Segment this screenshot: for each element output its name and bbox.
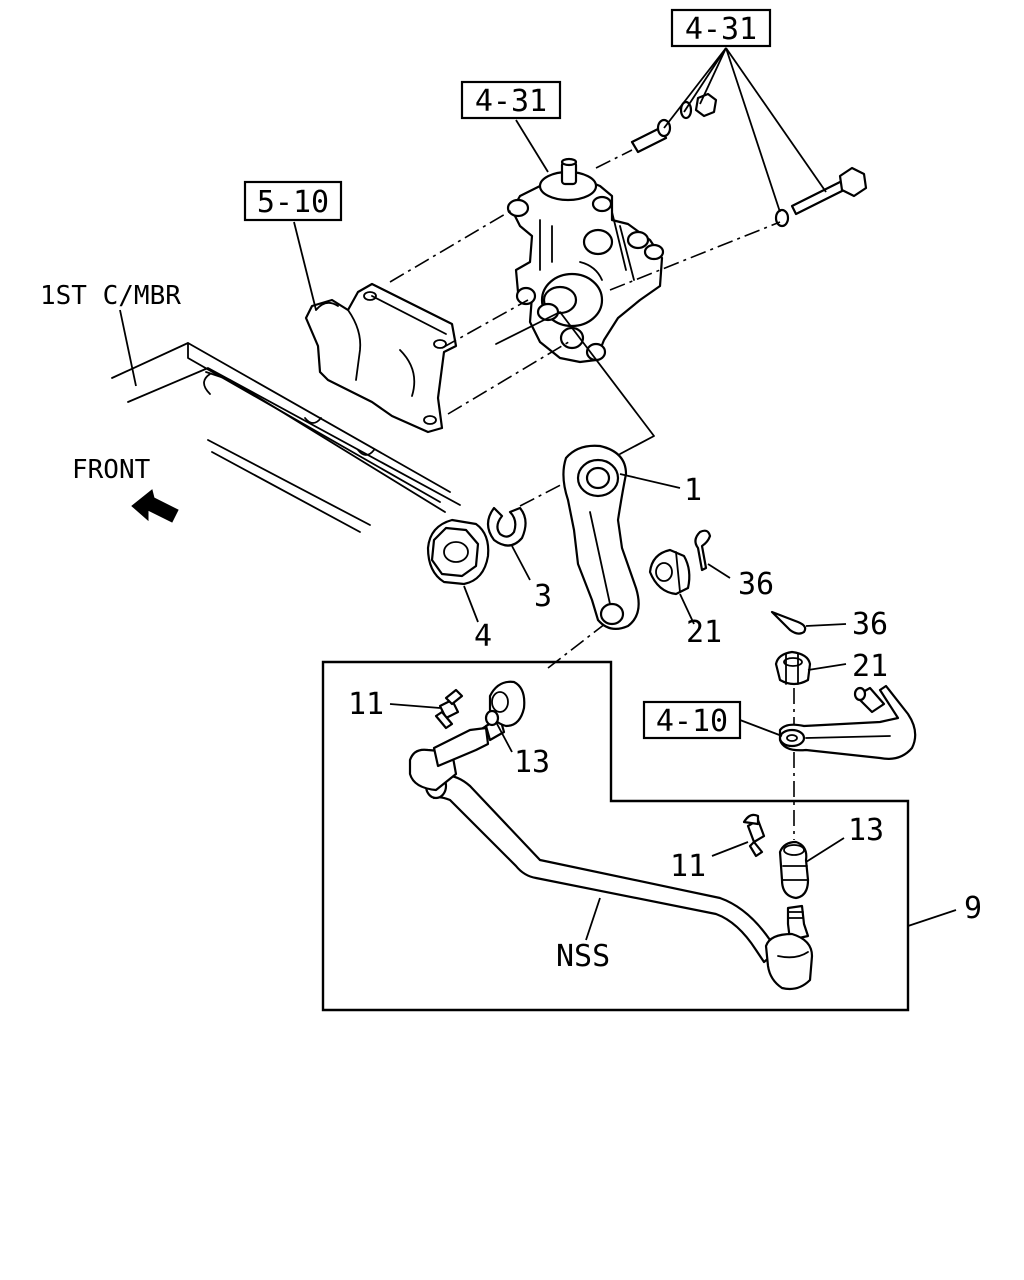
callout-dust-cover-right: 13 (848, 813, 884, 848)
castle-nut-lower (774, 650, 812, 686)
callout-cotter-pin-upper: 36 (738, 567, 774, 602)
callout-cotter-pin-lower: 36 (852, 607, 888, 642)
snap-ring (486, 506, 527, 547)
pitman-arm (562, 444, 640, 631)
drag-link-reference (778, 684, 917, 760)
callout-dust-cover-left: 13 (514, 745, 550, 780)
leader-lines (119, 47, 957, 941)
callout-grease-nipple-left: 11 (348, 687, 384, 722)
arrow-up-left-icon (131, 489, 179, 523)
mounting-center-lines (389, 149, 795, 840)
callout-castle-nut-lower: 21 (852, 649, 888, 684)
callout-pitman-arm: 1 (684, 473, 702, 508)
ball-joint-left (408, 716, 506, 792)
callout-castle-nut-upper: 21 (686, 615, 722, 650)
grease-nipple-right (742, 813, 766, 858)
ref-bracket-label: 5-10 (257, 185, 329, 220)
cotter-pin-upper (694, 529, 712, 572)
callout-snap-ring: 3 (534, 579, 552, 614)
nss-label: NSS (556, 939, 610, 974)
callout-nut: 4 (474, 619, 492, 654)
ref-box-gearbox: 4-31 (460, 80, 562, 120)
gearbox-fasteners (630, 92, 868, 228)
ref-box-top: 4-31 (670, 8, 772, 48)
flange-nut (426, 518, 490, 586)
castle-nut-upper (648, 548, 691, 596)
ref-box-drag-link: 4-10 (642, 700, 742, 740)
shaft-assembly-line (495, 311, 655, 455)
ref-top-label: 4-31 (685, 12, 757, 47)
ball-joint-right (764, 904, 814, 991)
ref-drag-link-label: 4-10 (656, 704, 728, 739)
gearbox-bracket (304, 282, 458, 434)
grease-nipple-left (434, 688, 464, 730)
ref-box-bracket: 5-10 (243, 180, 343, 222)
cotter-pin-lower (770, 610, 807, 635)
crossmember-label: 1ST C/MBR (40, 281, 181, 311)
steering-gearbox (506, 157, 665, 364)
front-label: FRONT (72, 455, 151, 485)
ref-gearbox-label: 4-31 (475, 84, 547, 119)
callout-kit-assembly: 9 (964, 891, 982, 926)
dust-cover-right (778, 840, 810, 900)
callout-grease-nipple-right: 11 (670, 849, 706, 884)
crossmember-frame (111, 342, 461, 533)
dust-cover-left (484, 680, 526, 728)
kit-assembly-frame (321, 660, 910, 1012)
